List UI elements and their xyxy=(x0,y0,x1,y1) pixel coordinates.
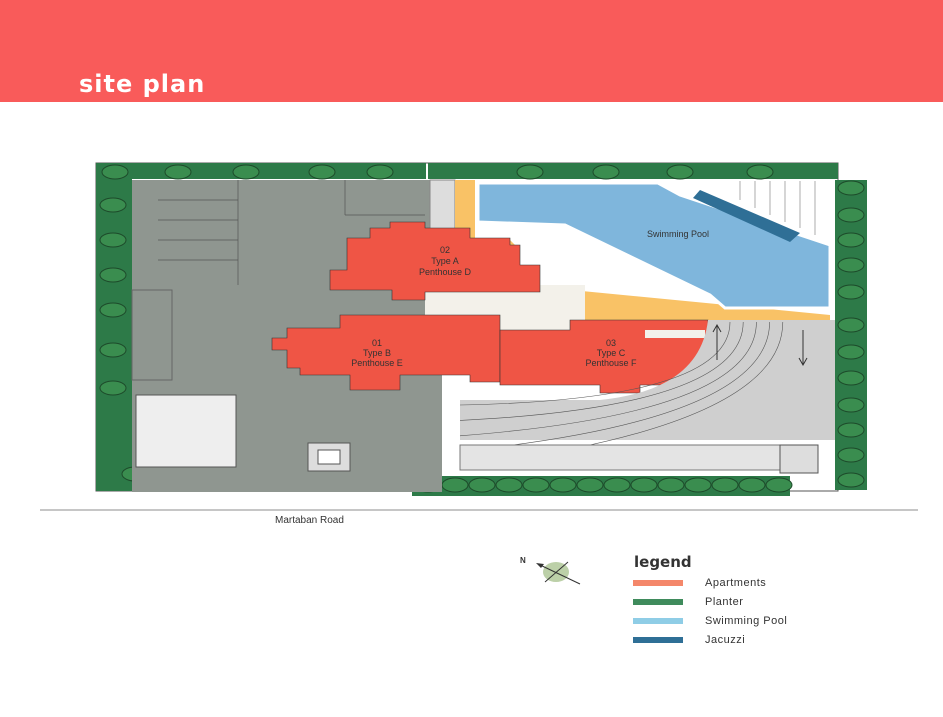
planter-right xyxy=(835,180,867,490)
tree-icon xyxy=(576,477,604,493)
tree-icon xyxy=(837,422,865,438)
road-label: Martaban Road xyxy=(275,515,344,526)
tree-icon xyxy=(837,370,865,386)
legend-label: Apartments xyxy=(705,577,767,589)
driveway xyxy=(460,320,835,440)
jacuzzi-swatch xyxy=(633,637,683,643)
tree-icon xyxy=(441,477,469,493)
guard-house xyxy=(135,394,237,468)
swimming-pool xyxy=(476,181,832,310)
apartments-swatch xyxy=(633,580,683,586)
tree-icon xyxy=(684,477,712,493)
tree-icon xyxy=(522,477,550,493)
tree-icon xyxy=(549,477,577,493)
tree-icon xyxy=(99,380,127,396)
planter-top-right xyxy=(428,163,838,179)
tree-icon xyxy=(837,207,865,223)
tree-icon xyxy=(630,477,658,493)
building-02-type: Type A xyxy=(431,256,459,266)
legend-item-swimming-pool: Swimming Pool xyxy=(633,614,787,628)
tree-icon xyxy=(99,302,127,318)
tree-icon xyxy=(657,477,685,493)
building-03-type: Type C xyxy=(597,348,626,358)
tree-icon xyxy=(837,180,865,196)
north-arrow-icon xyxy=(536,561,581,585)
tree-icon xyxy=(711,477,739,493)
apartment-01 xyxy=(271,314,501,391)
page-title: site plan xyxy=(79,70,206,98)
tree-icon xyxy=(99,342,127,358)
building-02-number: 02 xyxy=(440,245,450,255)
legend-label: Swimming Pool xyxy=(705,615,788,627)
legend-item-jacuzzi: Jacuzzi xyxy=(633,633,745,647)
tree-icon xyxy=(837,397,865,413)
legend-label: Planter xyxy=(705,596,744,608)
tree-icon xyxy=(495,477,523,493)
building-03-number: 03 xyxy=(606,338,616,348)
tree-icon xyxy=(738,477,766,493)
tree-icon xyxy=(99,232,127,248)
tree-icon xyxy=(765,477,793,493)
tree-icon xyxy=(837,344,865,360)
tree-icon xyxy=(837,257,865,273)
building-01-number: 01 xyxy=(372,338,382,348)
tree-icon xyxy=(101,164,129,180)
tree-icon xyxy=(746,164,774,180)
tree-icon xyxy=(603,477,631,493)
walkway xyxy=(459,444,781,471)
legend-item-planter: Planter xyxy=(633,595,743,609)
parking-stalls xyxy=(158,180,425,285)
north-label: N xyxy=(520,556,526,565)
driveway-line xyxy=(459,321,744,421)
tree-icon xyxy=(592,164,620,180)
driveway-line xyxy=(459,321,770,452)
pool-swatch xyxy=(633,618,683,624)
tree-icon xyxy=(837,317,865,333)
header-banner: site plan xyxy=(0,0,943,102)
tree-icon xyxy=(366,164,394,180)
apartment-02 xyxy=(329,221,541,301)
driveway-line xyxy=(459,321,731,406)
tree-icon xyxy=(837,472,865,488)
tree-icon xyxy=(164,164,192,180)
jacuzzi xyxy=(693,190,800,242)
legend-label: Jacuzzi xyxy=(705,634,746,646)
legend-title: legend xyxy=(634,553,692,571)
planter-left xyxy=(96,163,132,491)
tree-icon xyxy=(99,197,127,213)
tree-icon xyxy=(837,232,865,248)
tree-icon xyxy=(232,164,260,180)
tree-icon xyxy=(516,164,544,180)
pool-label: Swimming Pool xyxy=(647,229,709,239)
tree-icon xyxy=(837,447,865,463)
building-02-penthouse: Penthouse D xyxy=(419,267,472,277)
building-01-type: Type B xyxy=(363,348,391,358)
driveway-line xyxy=(459,321,757,437)
planter-swatch xyxy=(633,599,683,605)
tree-icon xyxy=(308,164,336,180)
legend-item-apartments: Apartments xyxy=(633,576,766,590)
tree-icon xyxy=(99,267,127,283)
building-01-penthouse: Penthouse E xyxy=(351,358,403,368)
gate-house xyxy=(779,444,819,474)
tree-icon xyxy=(468,477,496,493)
building-03-penthouse: Penthouse F xyxy=(585,358,637,368)
tree-icon xyxy=(837,284,865,300)
tree-icon xyxy=(666,164,694,180)
